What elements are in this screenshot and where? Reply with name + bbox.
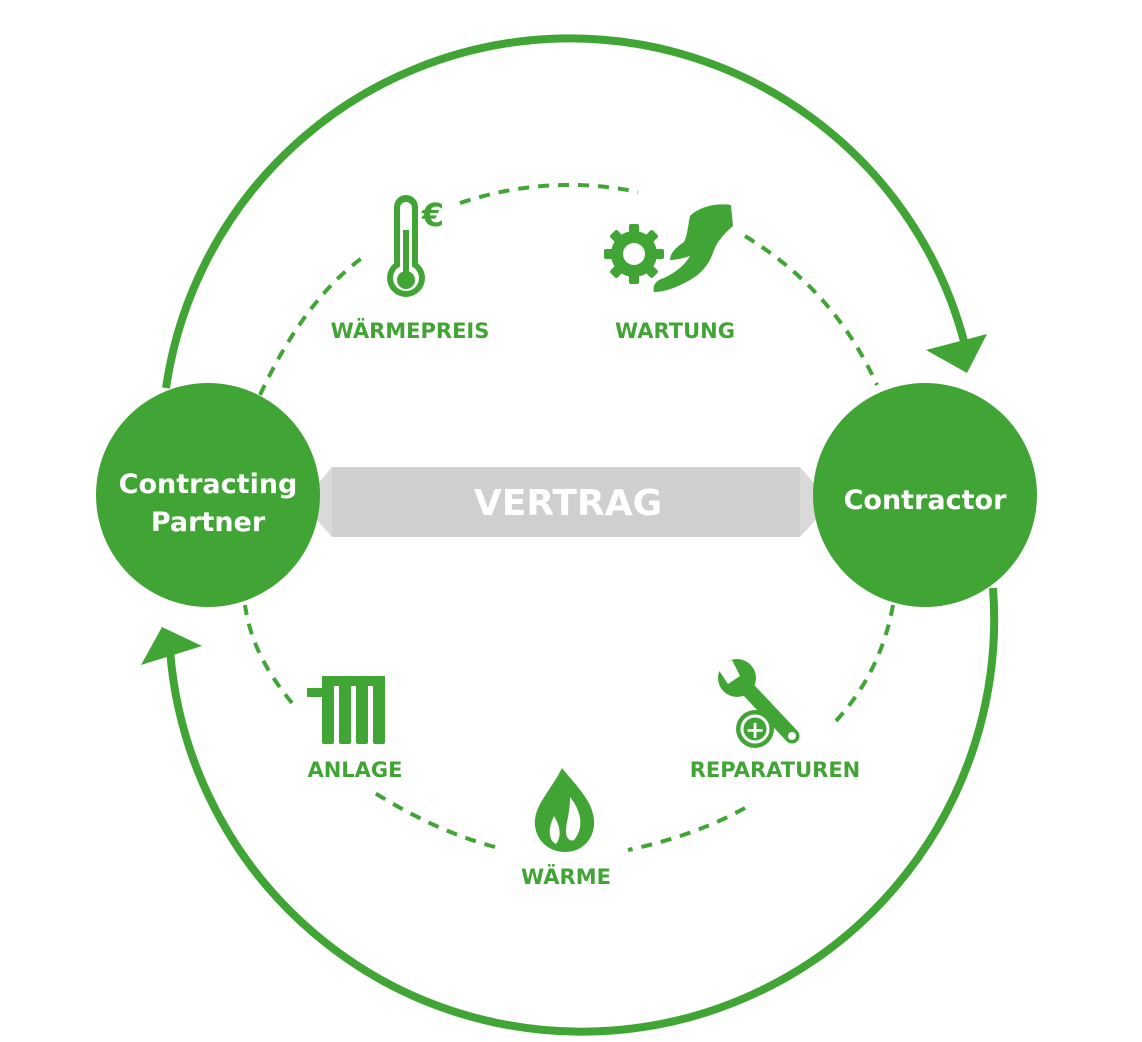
- label-reparaturen: REPARATUREN: [690, 758, 861, 782]
- node-contracting-partner: Contracting Partner: [96, 383, 320, 607]
- node-contracting-partner-line1: Contracting: [119, 469, 298, 500]
- outer-cycle-arc-bottom: [166, 587, 999, 1036]
- inner-dashed-cycle: [243, 182, 895, 852]
- label-waermepreis: WÄRMEPREIS: [331, 318, 490, 343]
- node-contractor: Contractor: [813, 383, 1037, 607]
- outer-cycle-arc-top: [162, 34, 969, 389]
- arrowhead-right: [926, 334, 987, 373]
- flame-icon: [534, 768, 595, 852]
- euro-glyph: €: [421, 196, 444, 234]
- label-wartung: WARTUNG: [615, 319, 735, 343]
- gear-hand-icon: [604, 204, 733, 292]
- thermometer-euro-icon: €: [387, 195, 444, 297]
- contract-label: VERTRAG: [474, 483, 662, 524]
- node-contracting-partner-line2: Partner: [151, 507, 266, 538]
- plus-glyph: +: [745, 716, 765, 744]
- label-anlage: ANLAGE: [307, 758, 402, 782]
- wrench-plus-icon: +: [716, 659, 800, 748]
- contract-bar-body: [332, 467, 800, 537]
- contract-bar: VERTRAG: [302, 467, 831, 537]
- radiator-icon: [307, 676, 385, 744]
- arrowhead-left: [141, 627, 202, 665]
- label-waerme: WÄRME: [521, 864, 611, 889]
- node-contractor-label: Contractor: [844, 485, 1007, 516]
